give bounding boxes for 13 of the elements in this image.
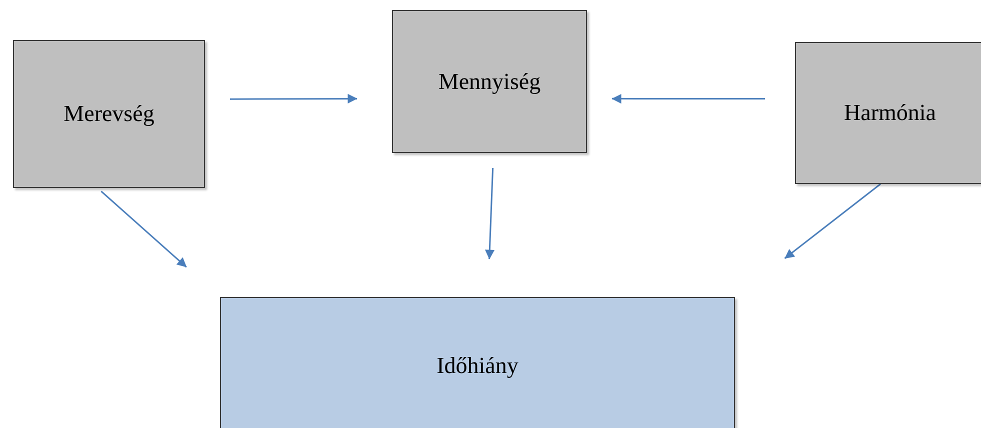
box-label: Időhiány	[436, 353, 518, 379]
box-label: Merevség	[64, 101, 154, 127]
process-box	[13, 40, 205, 188]
process-box	[220, 297, 735, 428]
arrow	[784, 183, 881, 259]
arrow	[230, 94, 358, 104]
arrow	[100, 190, 187, 268]
process-box	[795, 42, 981, 184]
process-box	[392, 10, 587, 153]
arrow	[484, 168, 495, 260]
box-label: Harmónia	[844, 100, 936, 126]
box-label: Mennyiség	[438, 69, 541, 95]
arrow	[612, 94, 765, 104]
